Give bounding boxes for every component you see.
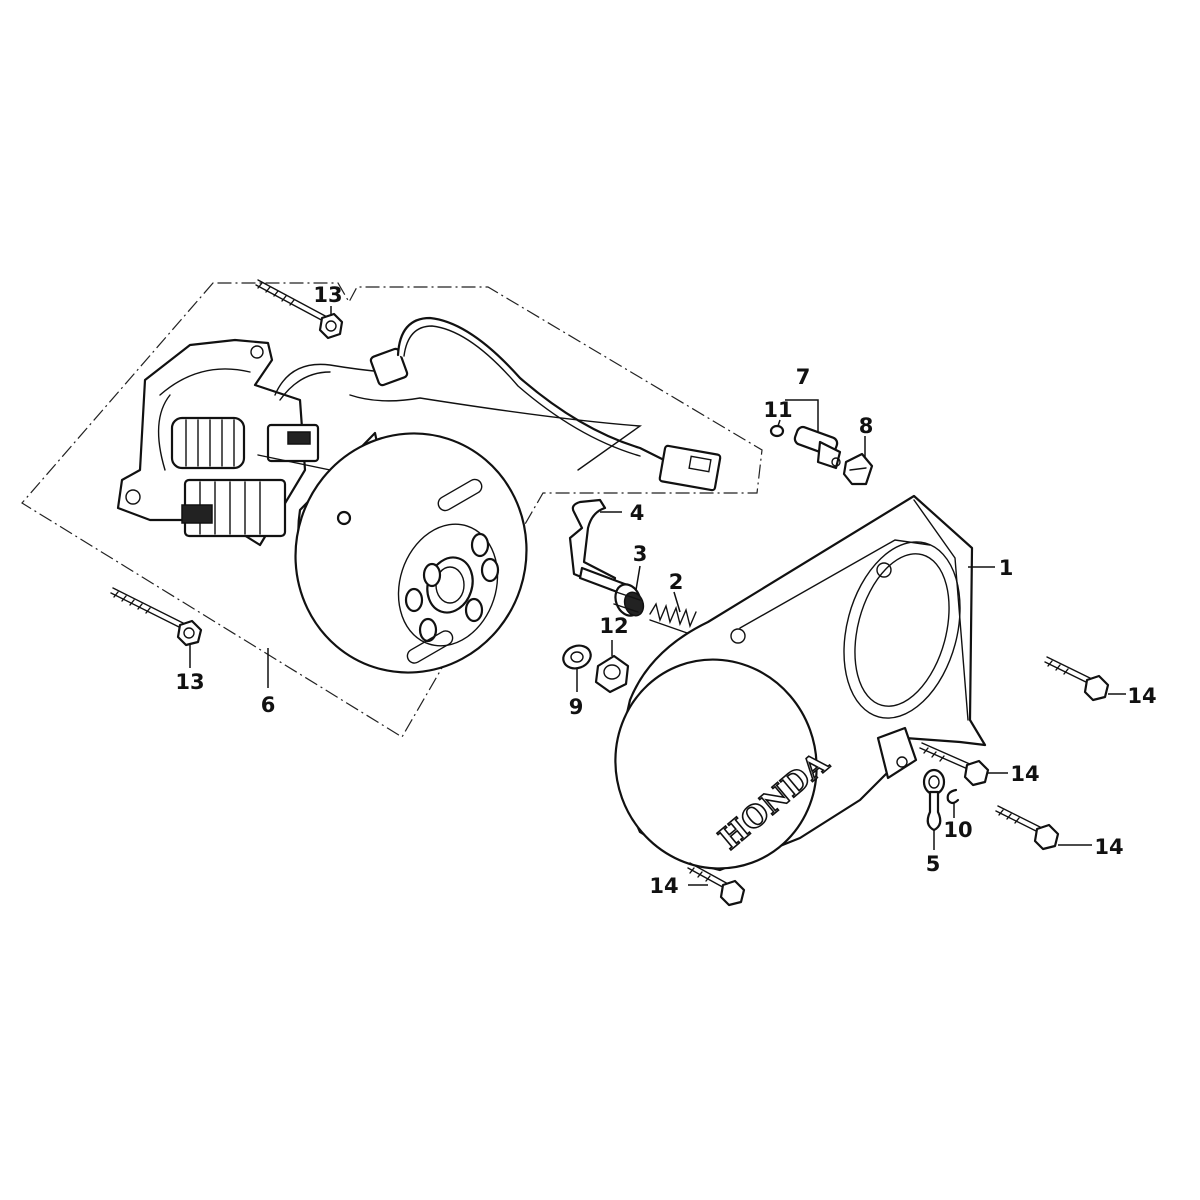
bolt-14-right-middle (919, 742, 990, 787)
callout-13-lower: 13 (175, 670, 204, 694)
stator-assembly (116, 338, 386, 547)
part-7-shaft (793, 425, 842, 470)
callout-7: 7 (796, 365, 811, 389)
spring-part-2 (649, 602, 697, 635)
arm-part-4 (568, 498, 632, 598)
flywheel-rotor (294, 431, 528, 674)
callout-11: 11 (763, 398, 792, 422)
bolt-14-bottom (687, 862, 746, 907)
bolt-14-right-lower (995, 805, 1060, 851)
wire-harness (349, 316, 722, 492)
leader-lines (189, 306, 1126, 886)
callout-6: 6 (261, 693, 276, 717)
bolt-13-lower (110, 587, 203, 647)
nut-part-12 (594, 654, 630, 694)
callout-12: 12 (599, 614, 628, 638)
callout-3: 3 (633, 542, 648, 566)
callout-13-upper: 13 (313, 283, 342, 307)
assembly-6-boundary (21, 282, 763, 738)
clip-part-11 (769, 424, 785, 438)
collar-part-3 (613, 583, 645, 617)
callout-9: 9 (569, 695, 584, 719)
callout-14-right-lower: 14 (1094, 835, 1123, 859)
callout-14-right-upper: 14 (1127, 684, 1156, 708)
callout-14-right-middle: 14 (1010, 762, 1039, 786)
callout-2: 2 (669, 570, 684, 594)
callout-labels: 1 2 3 4 5 6 7 8 9 10 11 12 13 13 14 14 1… (175, 283, 1156, 898)
bolt-14-right-upper (1044, 656, 1110, 702)
left-crankcase-cover: HONDA (614, 494, 987, 872)
callout-5: 5 (926, 852, 941, 876)
clip-part-10 (946, 788, 960, 805)
callout-8: 8 (859, 414, 874, 438)
callout-1: 1 (999, 556, 1014, 580)
cap-part-8 (842, 452, 874, 486)
callout-14-bottom: 14 (649, 874, 678, 898)
part-5-pin (922, 768, 946, 832)
washer-part-9 (562, 644, 592, 670)
callout-4: 4 (630, 501, 645, 525)
bolt-13-upper (255, 279, 344, 340)
callout-10: 10 (943, 818, 972, 842)
